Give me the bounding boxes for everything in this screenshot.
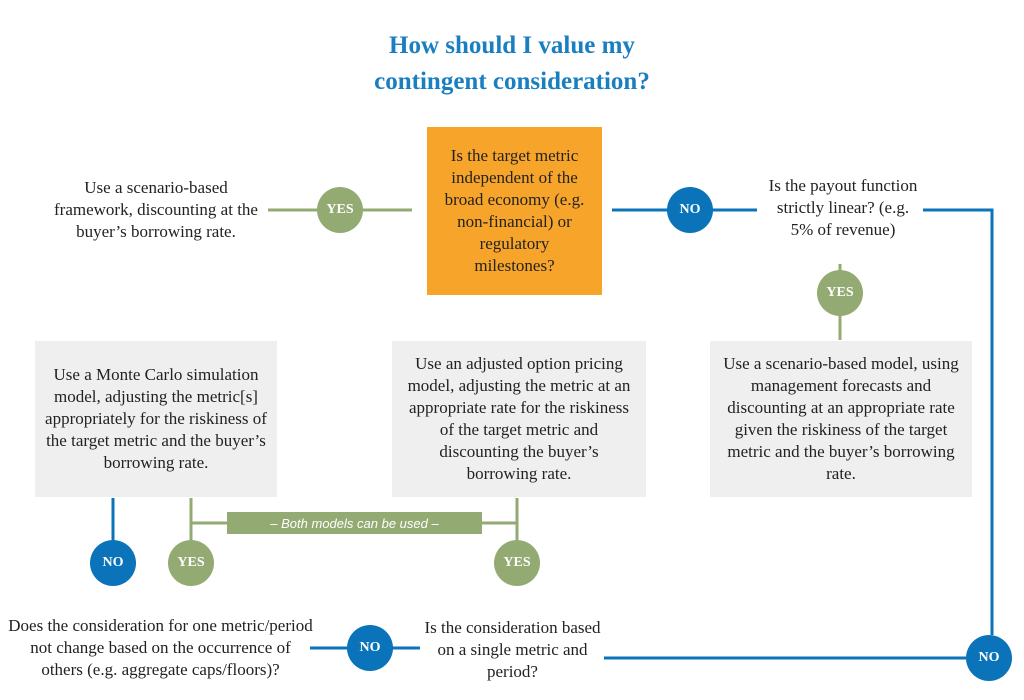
no-badge-monte-carlo: NO [90,540,136,586]
both-models-banner: – Both models can be used – [227,512,482,534]
node-option-pricing: Use an adjusted option pricing model, ad… [392,341,646,497]
yes-badge-left: YES [317,187,363,233]
decision-linear-payout: Is the payout function strictly linear? … [768,176,918,239]
decision-single-metric: Is the consideration based on a single m… [424,618,601,681]
no-badge-lower: NO [347,625,393,671]
node-scenario-buyer-rate: Use a scenario-based framework, discount… [54,178,258,241]
node-scenario-management: Use a scenario-based model, using manage… [710,341,972,497]
node-monte-carlo: Use a Monte Carlo simulation model, adju… [35,341,277,497]
yes-badge-option: YES [494,540,540,586]
title-line-2: contingent consideration? [374,68,650,95]
no-badge-right: NO [966,635,1012,681]
no-badge-top: NO [667,187,713,233]
decision-independent-periods: Does the consideration for one metric/pe… [8,616,313,679]
page-title: How should I value my contingent conside… [212,28,812,100]
connector-no-right [923,208,994,635]
decision-independent-metric: Is the target metric independent of the … [427,127,602,295]
yes-badge-linear: YES [817,270,863,316]
yes-badge-monte-carlo: YES [168,540,214,586]
title-line-1: How should I value my [389,32,635,59]
